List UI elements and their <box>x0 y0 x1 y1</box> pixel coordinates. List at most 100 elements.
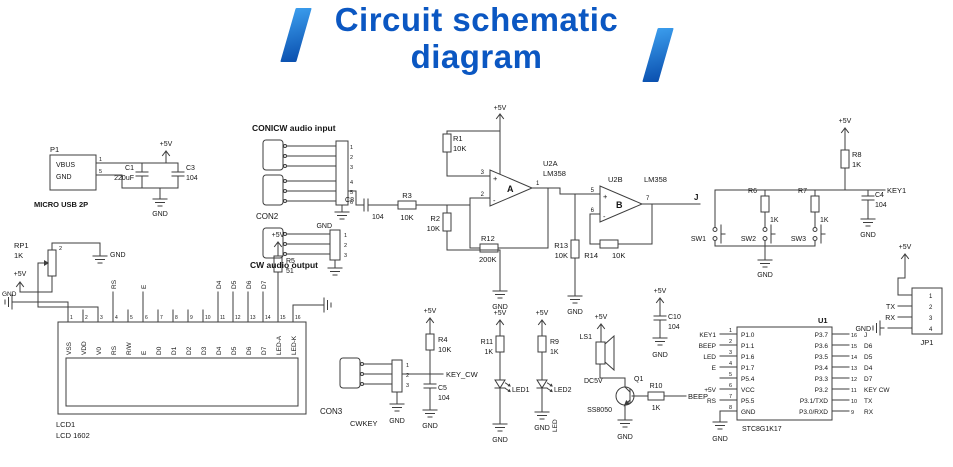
schematic-label: D6 <box>246 346 253 355</box>
jack-contacts <box>283 144 287 256</box>
ground-symbol <box>92 251 108 264</box>
capacitor-c8 <box>363 198 369 212</box>
schematic-label: 104 <box>186 175 198 182</box>
schematic-label: SS8050 <box>587 407 612 414</box>
vcc-arrow <box>841 127 849 139</box>
schematic-label: R6 <box>748 188 757 195</box>
schematic-label: E <box>712 365 717 372</box>
schematic-label: LED <box>703 354 716 361</box>
resistor-r14 <box>599 239 619 249</box>
schematic-label: 5 <box>729 372 732 378</box>
schematic-label: 1 <box>350 145 353 151</box>
schematic-label: R9 <box>550 339 559 346</box>
resistor-r10 <box>647 391 665 401</box>
schematic-label: +5V <box>704 387 716 394</box>
vcc-arrow <box>274 241 282 253</box>
schematic-label: 10 <box>851 399 857 405</box>
resistor-r7 <box>810 195 820 213</box>
schematic-label: 13 <box>250 315 256 321</box>
schematic-label: C10 <box>668 314 681 321</box>
schematic-label: P3.3 <box>815 376 829 383</box>
emitter-arrow-icon <box>623 400 630 407</box>
connector-jp1 <box>911 287 943 335</box>
capacitor-c5 <box>423 383 437 389</box>
lcd-module <box>57 321 307 415</box>
schematic-label: C4 <box>875 192 884 199</box>
schematic-label: CONICW audio input <box>252 123 336 133</box>
schematic-label: LED-K <box>291 335 298 355</box>
schematic-label: 6 <box>729 383 732 389</box>
schematic-label: - <box>493 196 496 205</box>
schematic-label: V0 <box>96 347 103 355</box>
capacitor-c3 <box>171 171 185 177</box>
led-section <box>492 319 553 432</box>
schematic-label: 1 <box>344 233 347 239</box>
ground-symbol <box>652 333 668 346</box>
schematic-label: E <box>141 284 148 289</box>
schematic-label: P1.0 <box>741 332 755 339</box>
mcu-section <box>712 326 833 430</box>
schematic-label: D7 <box>864 376 873 383</box>
wiper-arrow-icon <box>44 260 49 266</box>
resistor-r3 <box>397 200 417 210</box>
schematic-label: GND <box>492 304 508 311</box>
schematic-label: U2A <box>543 159 558 168</box>
schematic-label: R7 <box>798 188 807 195</box>
schematic-label: GND <box>492 437 508 444</box>
schematic-label: 10 <box>205 315 211 321</box>
schematic-label: 2 <box>59 246 62 252</box>
schematic-label: VCC <box>741 387 755 394</box>
vcc-arrow <box>538 319 546 331</box>
schematic-label: 10K <box>555 251 568 260</box>
schematic-label: RP1 <box>14 241 29 250</box>
schematic-label: 104 <box>438 395 450 402</box>
schematic-label: GND <box>389 418 405 425</box>
schematic-label: 10K <box>453 144 466 153</box>
usb-power-section <box>49 150 185 207</box>
schematic-label: SW2 <box>741 236 756 243</box>
schematic-label: VDD <box>81 341 88 355</box>
schematic-label: P5.5 <box>741 398 755 405</box>
schematic-label: 11 <box>851 388 857 394</box>
schematic-label: 2 <box>729 339 732 345</box>
schematic-label: TX <box>864 398 873 405</box>
schematic-label: 12 <box>235 315 241 321</box>
schematic-label: GND <box>757 272 773 279</box>
schematic-label: P3.1/TXD <box>800 398 828 405</box>
resistor-r4 <box>425 333 435 351</box>
schematic-label: D4 <box>864 365 873 372</box>
switch-sw1 <box>712 224 726 247</box>
speaker-ls1 <box>595 341 606 365</box>
vcc-arrow <box>16 281 24 293</box>
vcc-arrow <box>426 317 434 329</box>
schematic-label: CW audio output <box>250 260 318 270</box>
schematic-label: C5 <box>438 385 447 392</box>
schematic-label: R13 <box>554 241 568 250</box>
schematic-label: R3 <box>402 191 412 200</box>
schematic-label: 220uF <box>114 175 134 182</box>
schematic-label: LED <box>552 419 559 432</box>
schematic-label: D7 <box>261 280 268 289</box>
schematic-label: 3 <box>481 170 485 176</box>
schematic-label: 1K <box>484 349 493 356</box>
wires <box>15 123 913 421</box>
ground-symbol <box>152 194 168 207</box>
connector-con2 <box>335 140 349 206</box>
schematic-label: P1.7 <box>741 365 755 372</box>
schematic-label: +5V <box>899 244 912 251</box>
schematic-label: +5V <box>494 105 507 112</box>
schematic-label: E <box>141 350 148 355</box>
vcc-arrow <box>496 319 504 331</box>
schematic-label: RS <box>707 398 717 405</box>
schematic-label: D4 <box>216 280 223 289</box>
page-title-line2: diagram <box>410 37 543 75</box>
schematic-label: R11 <box>481 339 493 346</box>
schematic-label: JP1 <box>921 338 934 347</box>
page-title-line1: Circuit schematic <box>334 1 619 38</box>
schematic-label: P3.7 <box>815 332 829 339</box>
schematic-label: BEEP <box>699 343 716 350</box>
resistor-r1 <box>442 133 452 153</box>
schematic-label: KEY CW <box>864 387 890 394</box>
capacitor-c1 <box>135 171 149 177</box>
